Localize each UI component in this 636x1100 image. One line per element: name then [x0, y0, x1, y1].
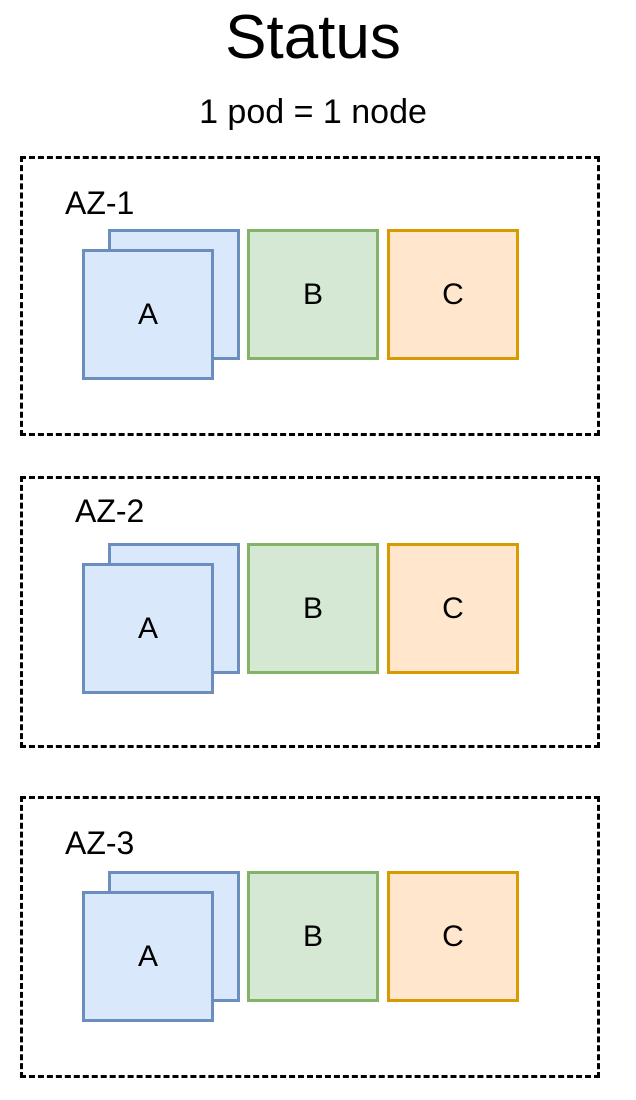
pod-a: A [82, 563, 214, 694]
pod-c: C [387, 871, 519, 1002]
diagram-subtitle: 1 pod = 1 node [199, 93, 427, 131]
diagram-title: Status [225, 3, 401, 72]
pod-b: B [247, 229, 379, 360]
pod-a: A [82, 249, 214, 380]
pod-b: B [247, 543, 379, 674]
zone-label: AZ-2 [75, 493, 145, 529]
pod-c: C [387, 543, 519, 674]
pod-c: C [387, 229, 519, 360]
zone-label: AZ-3 [65, 825, 135, 861]
pod-b: B [247, 871, 379, 1002]
zone-label: AZ-1 [65, 185, 135, 221]
pod-a: A [82, 891, 214, 1022]
availability-zone-2: AZ-2 A B C [20, 476, 600, 748]
availability-zone-1: AZ-1 A B C [20, 156, 600, 436]
availability-zone-3: AZ-3 A B C [20, 796, 600, 1078]
